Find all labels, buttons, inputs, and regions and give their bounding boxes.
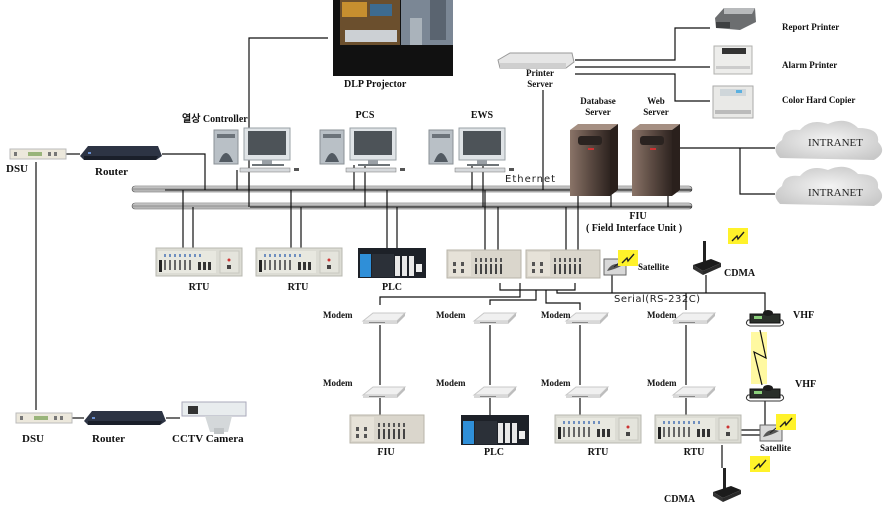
color-hard-copier-label: Color Hard Copier (782, 95, 856, 105)
rtu-2-label: RTU (287, 282, 309, 293)
vhf-radio-2-icon (745, 384, 785, 402)
modem-label: Modem (541, 310, 571, 320)
fiu-subtitle-label: ( Field Interface Unit ) (585, 223, 683, 234)
modem-label: Modem (323, 378, 353, 388)
fiu-unit-a-image (446, 249, 522, 279)
dlp-projector-label: DLP Projector (344, 79, 407, 90)
printer-server-image (497, 52, 575, 69)
dsu-bottom-image (15, 412, 73, 424)
intranet-cloud-2 (775, 166, 883, 206)
controller-workstation-image (213, 127, 300, 173)
modem-icon (672, 386, 716, 399)
cctv-camera-label: CCTV Camera (172, 433, 244, 445)
modem-icon (672, 312, 716, 325)
vhf-2-label: VHF (795, 379, 817, 390)
remote-rtu-2-image (654, 414, 742, 444)
satellite-bottom-label: Satellite (760, 443, 791, 453)
remote-plc-label: PLC (484, 447, 504, 458)
serial-rs232c-label: Serial(RS-232C) (614, 294, 701, 305)
wireless-signal-icon (727, 227, 749, 245)
modem-icon (565, 386, 609, 399)
modem-label: Modem (647, 378, 677, 388)
router-top-label: Router (95, 166, 128, 178)
alarm-printer-label: Alarm Printer (782, 60, 838, 70)
color-hard-copier-image (712, 85, 754, 119)
printer-server-label-1: Printer (526, 68, 554, 78)
modem-icon (362, 312, 406, 325)
modem-icon (473, 312, 517, 325)
dsu-bottom-label: DSU (22, 433, 45, 445)
remote-rtu-1-image (554, 414, 642, 444)
router-bottom-label: Router (92, 433, 125, 445)
plc-1-image (358, 248, 426, 278)
dsu-top-image (9, 148, 67, 160)
fiu-unit-b-image (525, 249, 601, 279)
controller-label: 열상 Controller (182, 114, 248, 125)
router-top-image (80, 146, 162, 160)
satellite-top-label: Satellite (638, 262, 669, 272)
remote-fiu-image (349, 414, 425, 444)
cdma-modem-bottom-icon (713, 468, 741, 502)
web-server-label-1: Web (647, 96, 665, 106)
wireless-signal-icon (617, 249, 639, 267)
router-bottom-image (84, 411, 166, 425)
cdma-modem-top-icon (693, 241, 721, 275)
wireless-signal-icon (775, 413, 797, 431)
modem-label: Modem (436, 378, 466, 388)
intranet-1-label: INTRANET (808, 137, 863, 149)
alarm-printer-image (713, 45, 753, 75)
cdma-top-label: CDMA (724, 268, 756, 279)
web-server-image (632, 124, 680, 196)
rtu-1-image (155, 247, 243, 277)
modem-icon (565, 312, 609, 325)
database-server-label-1: Database (580, 96, 616, 106)
remote-rtu-1-label: RTU (587, 447, 609, 458)
vhf-radio-1-icon (745, 309, 785, 327)
vhf-1-label: VHF (793, 310, 815, 321)
modem-label: Modem (436, 310, 466, 320)
rtu-2-image (255, 247, 343, 277)
report-printer-image (715, 8, 756, 30)
dlp-projector-image (333, 0, 453, 76)
web-server-label-2: Server (643, 107, 669, 117)
intranet-2-label: INTRANET (808, 187, 863, 199)
wireless-signal-icon (749, 455, 771, 473)
intranet-cloud-1 (775, 120, 883, 160)
modem-label: Modem (541, 378, 571, 388)
dsu-top-label: DSU (6, 163, 29, 175)
database-server-image (570, 124, 618, 196)
remote-plc-image (461, 415, 529, 445)
vhf-radio-link (751, 329, 767, 386)
plc-1-label: PLC (382, 282, 402, 293)
report-printer-label: Report Printer (782, 22, 840, 32)
cctv-camera-image (181, 401, 247, 434)
ews-label: EWS (470, 110, 494, 121)
ews-workstation-image (428, 127, 515, 173)
database-server-label-2: Server (585, 107, 611, 117)
ethernet-label: Ethernet (505, 174, 557, 185)
ethernet-bus-b (131, 202, 693, 210)
modem-label: Modem (647, 310, 677, 320)
remote-rtu-2-label: RTU (683, 447, 705, 458)
modem-label: Modem (323, 310, 353, 320)
modem-icon (362, 386, 406, 399)
remote-fiu-label: FIU (377, 447, 395, 458)
pcs-label: PCS (355, 110, 375, 121)
connection-lines (35, 27, 775, 468)
printer-server-label-2: Server (527, 79, 553, 89)
fiu-title-label: FIU (629, 211, 647, 222)
cdma-bottom-label: CDMA (664, 494, 696, 505)
modem-icon (473, 386, 517, 399)
rtu-1-label: RTU (188, 282, 210, 293)
pcs-workstation-image (319, 127, 406, 173)
